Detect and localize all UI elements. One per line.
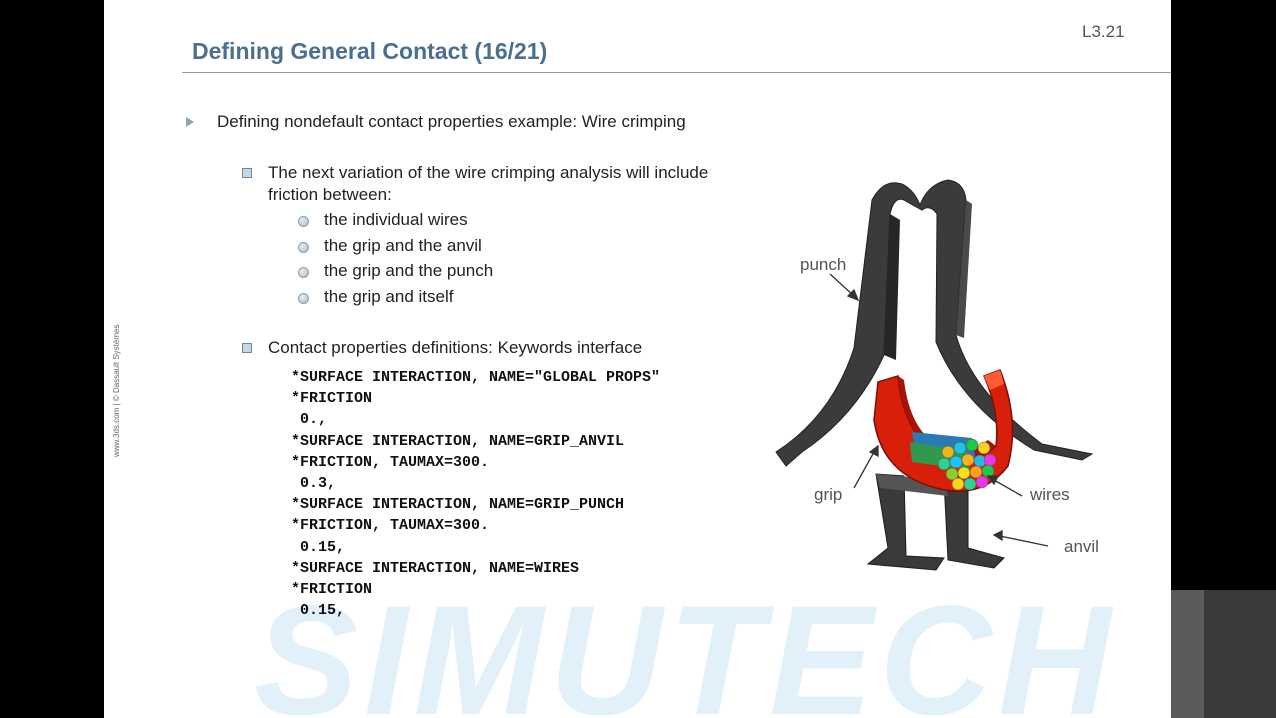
code-line: *SURFACE INTERACTION, NAME=GRIP_ANVIL <box>291 432 625 450</box>
slide: SIMUTECH Defining General Contact (16/21… <box>104 0 1171 718</box>
punch-shape <box>775 179 1094 467</box>
code-line: 0.15, <box>291 602 346 620</box>
code-line: *FRICTION, TAUMAX=300. <box>291 517 490 535</box>
circle-bullet-icon <box>298 242 309 253</box>
grip-label: grip <box>814 485 843 504</box>
square-bullet-icon <box>242 343 252 353</box>
wires-label: wires <box>1030 485 1070 504</box>
code-line: *FRICTION <box>291 580 373 598</box>
code-line: *SURFACE INTERACTION, NAME=GRIP_PUNCH <box>291 496 625 514</box>
code-line: 0., <box>291 411 328 429</box>
watermark-logo: SIMUTECH <box>254 574 1117 718</box>
background-panel <box>1171 590 1276 718</box>
side-copyright: www.3ds.com | © Dassault Systèmes <box>112 324 121 457</box>
title-divider <box>182 72 1171 73</box>
background-panel-cell <box>1171 590 1204 718</box>
keywords-code-block: *SURFACE INTERACTION, NAME="GLOBAL PROPS… <box>291 367 660 621</box>
friction-item: the individual wires <box>324 210 468 229</box>
friction-item: the grip and the anvil <box>324 236 482 255</box>
code-line: *FRICTION <box>291 390 373 408</box>
circle-bullet-icon <box>298 267 309 278</box>
main-bullet: Defining nondefault contact properties e… <box>217 112 686 131</box>
code-line: *SURFACE INTERACTION, NAME="GLOBAL PROPS… <box>291 369 661 386</box>
slide-title: Defining General Contact (16/21) <box>192 38 548 64</box>
anvil-label: anvil <box>1064 537 1099 556</box>
friction-item: the grip and the punch <box>324 261 494 280</box>
code-line: 0.3, <box>291 474 337 492</box>
triangle-bullet-icon <box>186 117 194 127</box>
wires-bundle <box>910 432 997 491</box>
callout-arrows <box>829 273 1049 547</box>
wire-crimping-figure <box>775 179 1094 571</box>
circle-bullet-icon <box>298 293 309 304</box>
sub-bullet-keywords: Contact properties definitions: Keywords… <box>268 338 643 357</box>
friction-item: the grip and itself <box>324 287 454 306</box>
code-line: *FRICTION, TAUMAX=300. <box>291 453 490 471</box>
code-line: 0.15, <box>291 538 346 556</box>
code-line: *SURFACE INTERACTION, NAME=WIRES <box>291 559 580 577</box>
circle-bullet-icon <box>298 216 309 227</box>
slide-number: L3.21 <box>1082 22 1125 41</box>
punch-label: punch <box>800 255 847 274</box>
sub-bullet-friction: The next variation of the wire crimping … <box>268 163 709 204</box>
square-bullet-icon <box>242 168 252 178</box>
